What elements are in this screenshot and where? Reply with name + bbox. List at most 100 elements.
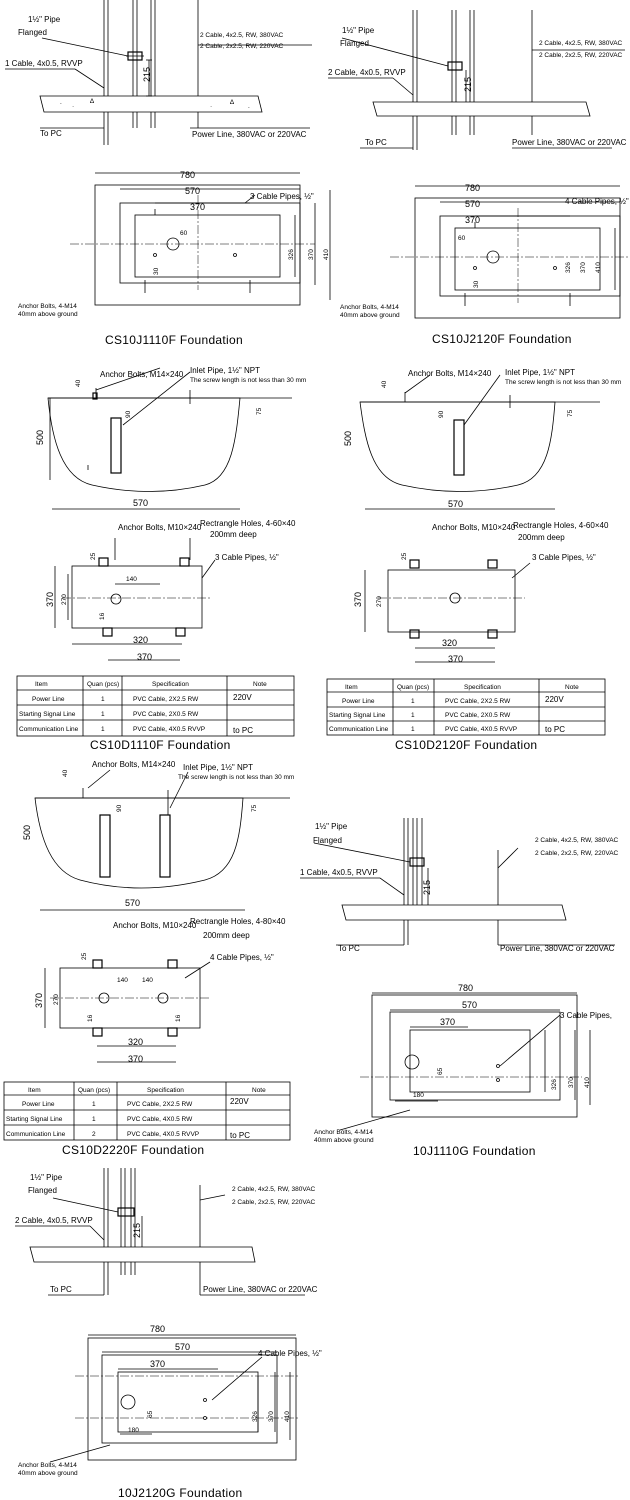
deep-label: 200mm deep — [518, 533, 565, 542]
dim-370: 370 — [308, 249, 315, 260]
dim-65: 65 — [147, 1410, 154, 1418]
plan-cs10d2220f: Anchor Bolts, M10×240 Rectrangle Holes, … — [34, 917, 286, 1064]
anchor-bolts-height-label: 40mm above ground — [340, 312, 400, 319]
rect-holes-label: Rectrangle Holes, 4-60×40 — [513, 521, 609, 530]
dim-40: 40 — [381, 380, 388, 388]
pipe-label: 1½" Pipe — [30, 1173, 63, 1182]
cable-220-label: 2 Cable, 2x2.5, RW, 220VAC — [200, 43, 284, 50]
to-pc-label: To PC — [365, 138, 387, 147]
dim-410: 410 — [584, 1077, 591, 1088]
th-note: Note — [253, 681, 267, 688]
caption-10j2120g: 10J2120G Foundation — [118, 1486, 242, 1500]
anchor-bolts-height-label: 40mm above ground — [18, 311, 78, 318]
section-cs10d1110f: Anchor Bolts, M14×240 Inlet Pipe, 1½" NP… — [35, 366, 306, 510]
caption-cs10d2120f: CS10D2120F Foundation — [395, 738, 537, 752]
dim-60: 60 — [180, 230, 188, 237]
anchor-bolts-label: Anchor Bolts, M14×240 — [100, 370, 184, 379]
cable-220-label: 2 Cable, 2x2.5, RW, 220VAC — [539, 52, 623, 59]
spec-table-cs10d1110f: Item Quan (pcs) Specification Note Power… — [16, 675, 295, 737]
dim-410: 410 — [595, 262, 602, 273]
dim-326: 326 — [288, 249, 295, 260]
cell-spec: PVC Cable, 2X0.5 RW — [445, 712, 511, 719]
caption-cs10j2120f: CS10J2120F Foundation — [432, 332, 572, 346]
cell-spec: PVC Cable, 4X0.5 RW — [127, 1116, 193, 1123]
flanged-label: Flanged — [313, 836, 342, 845]
cell-item: Power Line — [32, 696, 65, 703]
cell-item: Communication Line — [19, 726, 79, 733]
dim-270: 270 — [376, 596, 383, 607]
cable-380-label: 2 Cable, 4x2.5, RW, 380VAC — [539, 40, 623, 47]
th-quan: Quan (pcs) — [78, 1087, 110, 1094]
pipe-label: 1½" Pipe — [315, 822, 348, 831]
anchor-bolts-height-label: 40mm above ground — [18, 1470, 78, 1477]
dim-410: 410 — [284, 1411, 291, 1422]
dim-780: 780 — [180, 170, 195, 180]
cell-item: Starting Signal Line — [19, 711, 76, 718]
dim-270: 270 — [53, 994, 60, 1005]
cable-380-label: 2 Cable, 4x2.5, RW, 380VAC — [232, 1186, 316, 1193]
dim-140: 140 — [126, 576, 137, 583]
dim-75: 75 — [256, 407, 263, 415]
caption-cs10d2220f: CS10D2220F Foundation — [62, 1143, 204, 1157]
dim-215: 215 — [132, 1223, 142, 1238]
dim-16: 16 — [175, 1014, 182, 1022]
cable-pipes-label: 4 Cable Pipes, ½" — [565, 197, 629, 206]
cell-spec: PVC Cable, 2X2.5 RW — [133, 696, 199, 703]
dim-570: 570 — [465, 199, 480, 209]
cell-item: Power Line — [342, 698, 375, 705]
cable-pipes-label: 3 Cable Pipes, ½" — [250, 192, 314, 201]
dim-370: 370 — [440, 1017, 455, 1027]
th-note: Note — [565, 684, 579, 691]
dim-370: 370 — [137, 652, 152, 662]
cell-spec: PVC Cable, 2X2.5 RW — [445, 698, 511, 705]
cell-note: to PC — [545, 725, 565, 734]
screw-length-note: The screw length is not less than 30 mm — [178, 774, 294, 781]
cell-item: Starting Signal Line — [329, 712, 386, 719]
dim-25: 25 — [401, 552, 408, 560]
cell-item: Communication Line — [6, 1131, 66, 1138]
dim-570: 570 — [175, 1342, 190, 1352]
dim-500: 500 — [343, 431, 353, 446]
cell-item: Communication Line — [329, 726, 389, 733]
dim-270: 270 — [61, 594, 68, 605]
cable-rvvp-label: 1 Cable, 4x0.5, RVVP — [300, 868, 378, 877]
cable-rvvp-label: 2 Cable, 4x0.5, RVVP — [328, 68, 406, 77]
cell-item: Power Line — [22, 1101, 55, 1108]
dim-60: 60 — [458, 235, 466, 242]
dim-370: 370 — [568, 1077, 575, 1088]
cell-note: 220V — [230, 1097, 249, 1106]
deep-label: 200mm deep — [203, 931, 250, 940]
dim-570: 570 — [125, 898, 140, 908]
dim-320: 320 — [133, 635, 148, 645]
section-cs10d2120f: Anchor Bolts, M14×240 Inlet Pipe, 1½" NP… — [343, 368, 621, 510]
power-line-label: Power Line, 380VAC or 220VAC — [500, 944, 615, 953]
cell-note: 220V — [233, 693, 252, 702]
anchor-m10-label: Anchor Bolts, M10×240 — [113, 921, 197, 930]
anchor-bolts-label: Anchor Bolts, 4-M14 — [18, 303, 77, 310]
anchor-bolts-label: Anchor Bolts, 4-M14 — [340, 304, 399, 311]
dim-215: 215 — [422, 880, 432, 895]
dim-370: 370 — [448, 654, 463, 664]
cable-pipes-label: 3 Cable Pipes, ½" — [532, 553, 596, 562]
th-quan: Quan (pcs) — [87, 681, 119, 688]
cell-spec: PVC Cable, 2X0.5 RW — [133, 711, 199, 718]
dim-215: 215 — [463, 77, 473, 92]
inlet-pipe-label: Inlet Pipe, 1½" NPT — [190, 366, 260, 375]
cable-220-label: 2 Cable, 2x2.5, RW, 220VAC — [535, 850, 619, 857]
dim-75: 75 — [251, 804, 258, 812]
cable-380-label: 2 Cable, 4x2.5, RW, 380VAC — [535, 837, 619, 844]
flanged-label: Flanged — [340, 39, 369, 48]
dim-780: 780 — [458, 983, 473, 993]
dim-370: 370 — [34, 993, 44, 1008]
screw-length-note: The screw length is not less than 30 mm — [190, 377, 306, 384]
dim-180: 180 — [128, 1427, 139, 1434]
plan-view-cs10j2120f: 780 570 370 60 30 326 370 410 4 Cable Pi… — [340, 183, 630, 319]
anchor-m10-label: Anchor Bolts, M10×240 — [118, 523, 202, 532]
dim-326: 326 — [551, 1079, 558, 1090]
plan-cs10d2120f: Anchor Bolts, M10×240 Rectrangle Holes, … — [353, 521, 609, 664]
cell-note: 220V — [545, 695, 564, 704]
inlet-pipe-label: Inlet Pipe, 1½" NPT — [505, 368, 575, 377]
dim-370: 370 — [190, 202, 205, 212]
dim-780: 780 — [465, 183, 480, 193]
